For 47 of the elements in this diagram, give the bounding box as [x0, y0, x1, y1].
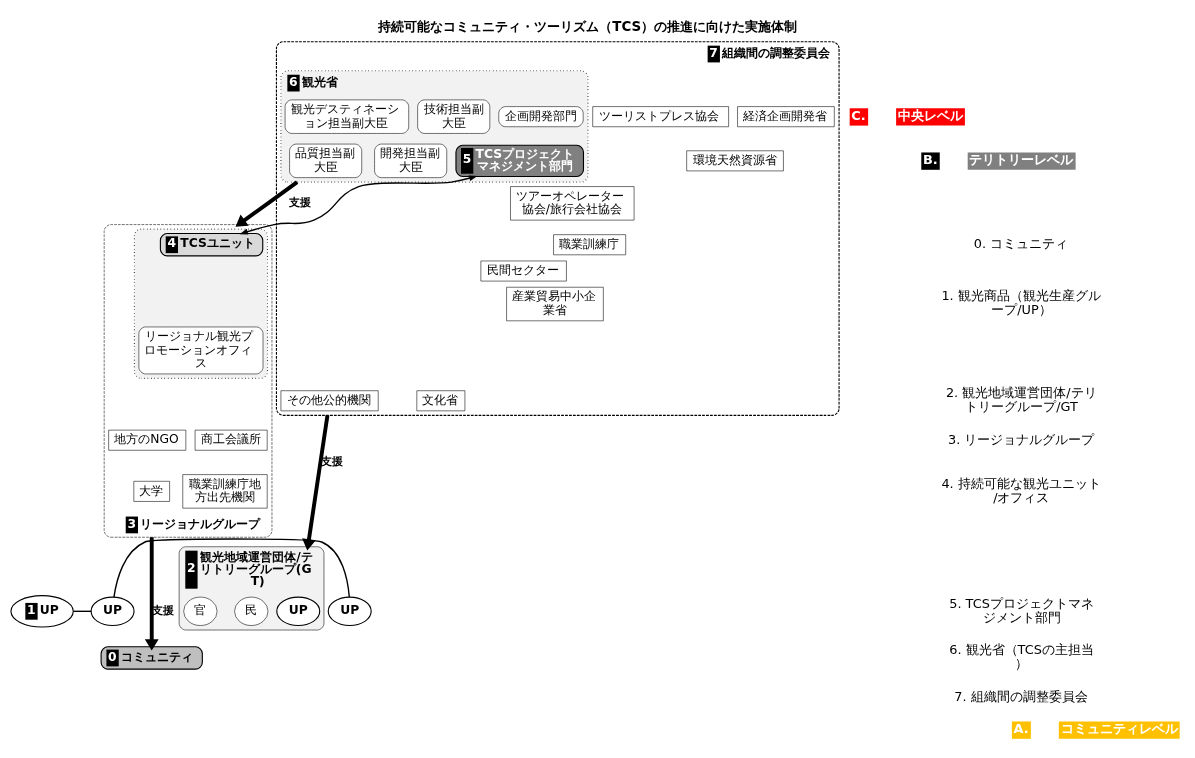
label: 6. 観光省（TCSの主担当）	[949, 641, 1094, 671]
node-box: 品質担当副大臣	[289, 143, 362, 178]
node-box: 技術担当副大臣	[417, 99, 491, 134]
node-box: 地方のNGO	[108, 429, 187, 451]
label: 1. 観光商品（観光生産グループ/UP）	[941, 287, 1101, 317]
label: 3. リージョナルグループ	[948, 431, 1095, 447]
label: 5. TCSプロジェクトマネジメント部門	[949, 595, 1094, 625]
connector	[113, 537, 350, 598]
label: 4. 持続可能な観光ユニット/オフィス	[941, 475, 1101, 505]
node-box: ツアーオペレーター協会/旅行会社協会	[510, 185, 635, 220]
node-ellipse: 官	[183, 596, 218, 626]
node-box: その他公的機関	[280, 389, 379, 411]
node-ellipse: 1 UP	[10, 594, 74, 628]
node-box: 職業訓練庁地方出先機関	[182, 473, 268, 508]
node-box: 文化省	[416, 389, 466, 411]
diagram-title: 持続可能なコミュニティ・ツーリズム（TCS）の推進に向けた実施体制	[378, 18, 798, 34]
label: A.	[1013, 720, 1029, 736]
label: 0. コミュニティ	[973, 235, 1069, 251]
node-box: 商工会議所	[194, 429, 268, 451]
edge-label: 支援	[288, 195, 311, 209]
node-box: 0 コミュニティ	[100, 645, 203, 670]
node-box: 職業訓練庁	[553, 233, 626, 255]
node-box: 観光デスティネーション担当副大臣	[284, 99, 409, 134]
label: コミュニティレベル	[1060, 720, 1178, 736]
arrow	[235, 180, 299, 227]
node-box: 企画開発部門	[498, 105, 584, 127]
label: 2. 観光地域運営団体/テリトリーグループ/GT	[945, 384, 1097, 414]
label: テリトリーレベル	[969, 151, 1074, 167]
node-box: 産業貿易中小企業省	[506, 286, 604, 321]
node-box: ツーリストプレス協会	[592, 105, 729, 127]
node-box: 大学	[133, 480, 170, 502]
node-ellipse: UP	[276, 596, 321, 626]
label: B.	[922, 151, 938, 167]
node-ellipse: 民	[234, 596, 269, 626]
node-box: 環境天然資源省	[686, 150, 784, 171]
arrow	[144, 536, 159, 650]
node-box: 経済企画開発省	[737, 105, 835, 127]
node-box: 開発担当副大臣	[374, 143, 447, 178]
label: 7. 組織間の調整委員会	[954, 688, 1088, 704]
node-ellipse: UP	[327, 596, 372, 626]
arrow	[239, 174, 478, 234]
arrow	[302, 414, 330, 550]
label: 中央レベル	[897, 107, 963, 123]
node-ellipse: UP	[90, 596, 135, 626]
node-box: リージョナル観光プロモーションオフィス	[138, 326, 264, 374]
node-box: 民間セクター	[480, 260, 567, 281]
label: C.	[851, 107, 866, 123]
